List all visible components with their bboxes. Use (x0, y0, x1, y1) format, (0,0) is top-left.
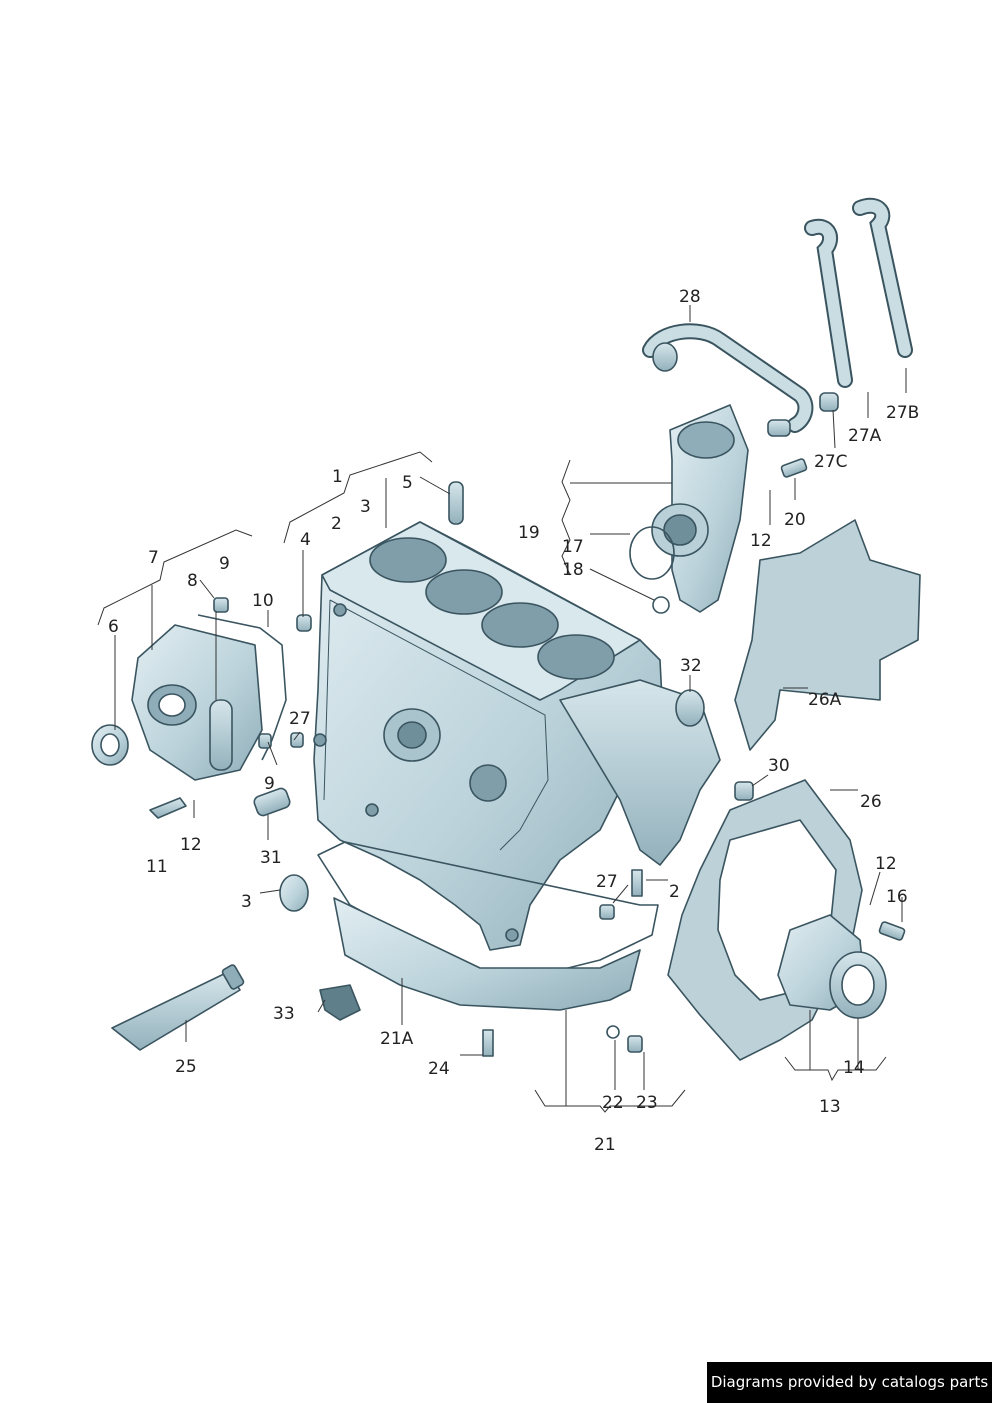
label-11: 11 (146, 857, 168, 877)
label-16: 16 (886, 887, 908, 907)
label-24: 24 (428, 1059, 450, 1079)
leader-lines (97, 305, 907, 1113)
label-7: 7 (148, 548, 159, 568)
label-27c: 27C (814, 452, 848, 472)
label-25: 25 (175, 1057, 197, 1077)
front-cover (91, 624, 263, 781)
label-1: 1 (332, 467, 343, 487)
label-5: 5 (402, 473, 413, 493)
intermediate-plate-26a (734, 519, 921, 751)
engine-block (313, 521, 721, 951)
oil-pan (317, 841, 659, 1021)
breather-hoses (642, 197, 913, 437)
label-27b: 27B (886, 403, 919, 423)
label-28: 28 (679, 287, 701, 307)
label-18: 18 (562, 560, 584, 580)
label-2-right: 2 (669, 882, 680, 902)
callout-labels: 1 2 3 4 5 6 7 8 9 10 9 11 12 27 31 3 33 … (108, 287, 919, 1155)
label-12-right: 12 (875, 854, 897, 874)
label-27-right: 27 (596, 872, 618, 892)
label-9-top: 9 (219, 554, 230, 574)
small-parts-left (149, 481, 464, 912)
label-19: 19 (518, 523, 540, 543)
label-27-left: 27 (289, 709, 311, 729)
label-21a: 21A (380, 1029, 414, 1049)
label-8: 8 (187, 571, 198, 591)
label-17: 17 (562, 537, 584, 557)
label-22: 22 (602, 1093, 624, 1113)
coolant-housing (629, 404, 808, 614)
label-21: 21 (594, 1135, 616, 1155)
rear-seal-flange (777, 914, 887, 1019)
credit-banner: Diagrams provided by catalogs parts (707, 1362, 992, 1403)
bottom-bolts (482, 1025, 643, 1057)
sealant-tube (111, 964, 245, 1051)
label-13: 13 (819, 1097, 841, 1117)
label-2: 2 (331, 514, 342, 534)
label-3: 3 (360, 497, 371, 517)
label-3-bottom: 3 (241, 892, 252, 912)
label-23: 23 (636, 1093, 658, 1113)
label-12-mid: 12 (750, 531, 772, 551)
label-4: 4 (300, 530, 311, 550)
label-6: 6 (108, 617, 119, 637)
label-14: 14 (843, 1058, 865, 1078)
label-10: 10 (252, 591, 274, 611)
label-27a: 27A (848, 426, 882, 446)
label-32: 32 (680, 656, 702, 676)
label-26a: 26A (808, 690, 842, 710)
label-26: 26 (860, 792, 882, 812)
label-9-bottom: 9 (264, 774, 275, 794)
label-12-left: 12 (180, 835, 202, 855)
label-31: 31 (260, 848, 282, 868)
label-30: 30 (768, 756, 790, 776)
label-33: 33 (273, 1004, 295, 1024)
label-20: 20 (784, 510, 806, 530)
